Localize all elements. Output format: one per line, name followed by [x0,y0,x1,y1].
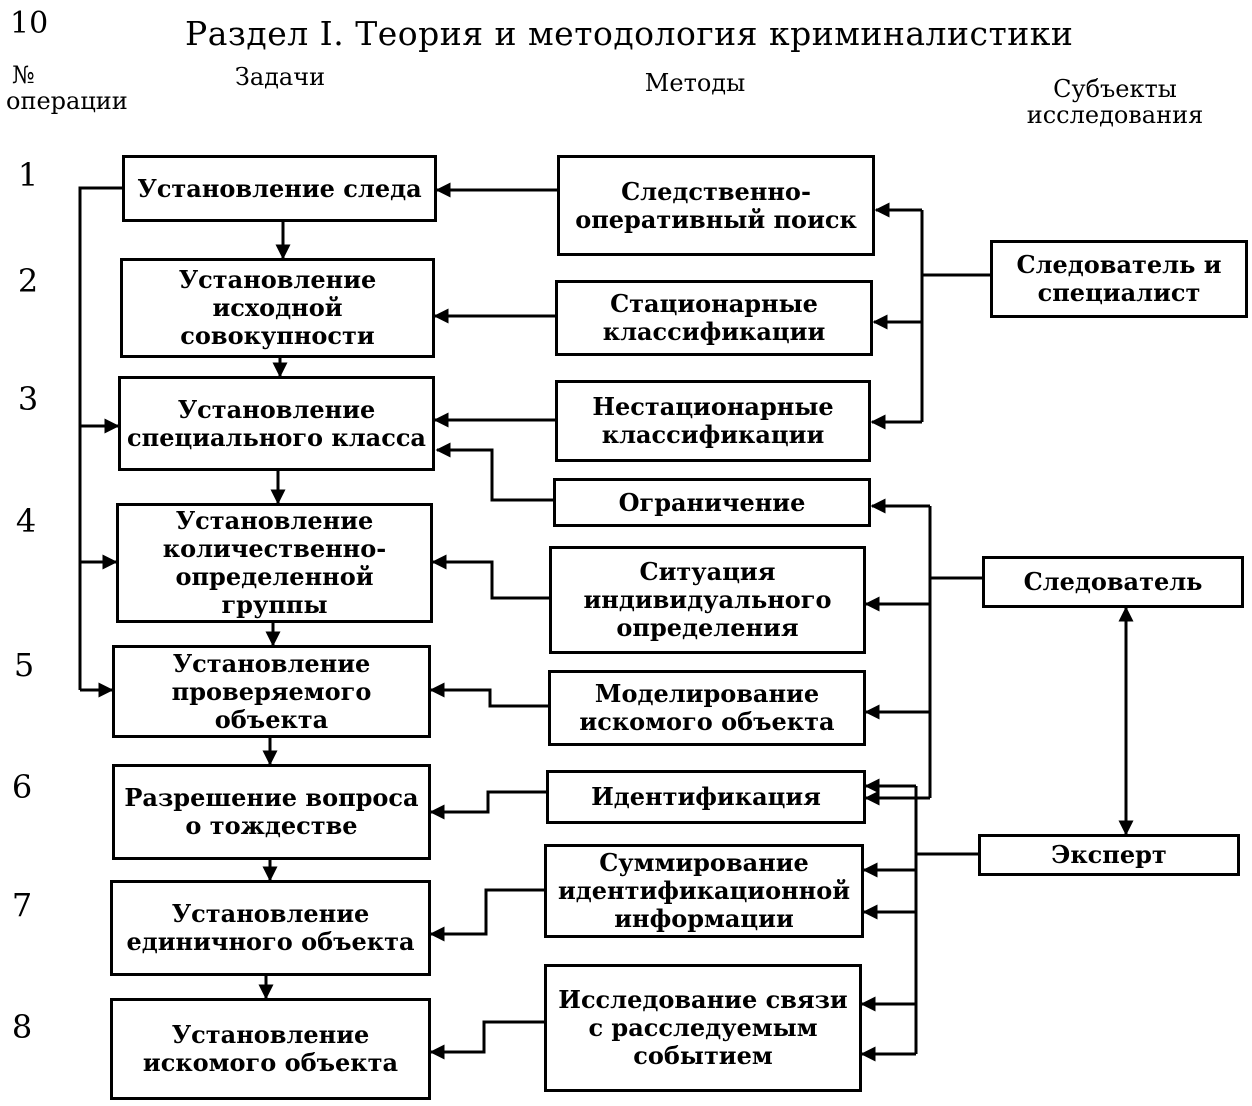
method-box-5: Ситуация индивидуального определения [549,546,866,654]
feedback-line [78,186,122,690]
method-box-1: Следственно-оперативный поиск [557,155,875,256]
method-box-6: Моделирование искомого объекта [548,670,866,746]
operation-number-2: 2 [17,262,39,300]
operation-number-7: 7 [11,886,33,924]
operation-number-3: 3 [17,380,39,418]
operation-number-1: 1 [17,156,39,194]
method-box-8: Суммирование идентификационной информаци… [544,844,864,938]
method-arrow-7 [429,790,546,820]
task-box-2: Установление исходной совокупности [120,258,435,358]
method-arrow-4 [435,442,553,502]
operation-number-4: 4 [15,502,37,540]
method-box-4: Ограничение [553,478,871,527]
subjects-header: Субъекты исследования [1000,76,1230,128]
task-box-3: Установление специального класса [118,376,435,471]
method-arrow-6 [429,682,548,708]
page-title: Раздел I. Теория и методология криминали… [185,14,1074,53]
task-box-6: Разрешение вопроса о тождестве [112,764,431,860]
subject-box-investigator-specialist: Следователь и специалист [990,240,1248,318]
operation-number-header-line1: № [12,61,35,89]
task-box-8: Установление искомого объекта [110,998,431,1100]
method-box-3: Нестационарные классификации [555,380,871,462]
operation-number-header: № операции [6,62,146,114]
method-arrow-9 [429,1020,544,1060]
task-box-5: Установление проверяемого объекта [112,645,431,738]
task-box-7: Установление единичного объекта [110,880,431,976]
subject-box-expert: Эксперт [978,834,1240,876]
subjects-header-line1: Субъекты [1053,75,1177,103]
operation-number-8: 8 [11,1008,33,1046]
method-box-7: Идентификация [546,770,866,824]
operation-number-header-line2: операции [6,87,128,115]
subject-box-investigator: Следователь [982,556,1244,608]
method-box-9: Исследование связи с расследуемым событи… [544,964,862,1092]
page-number: 10 [10,6,49,41]
subjects-header-line2: исследования [1026,101,1204,129]
method-box-2: Стационарные классификации [555,280,873,356]
operation-number-5: 5 [13,646,35,684]
methods-header: Методы [644,69,746,97]
operation-number-6: 6 [11,768,33,806]
method-arrow-8 [429,888,544,942]
task-box-4: Установление количественно-определенной … [116,503,433,623]
task-box-1: Установление следа [122,155,437,222]
method-arrow-5 [431,554,549,600]
tasks-header: Задачи [234,63,326,91]
